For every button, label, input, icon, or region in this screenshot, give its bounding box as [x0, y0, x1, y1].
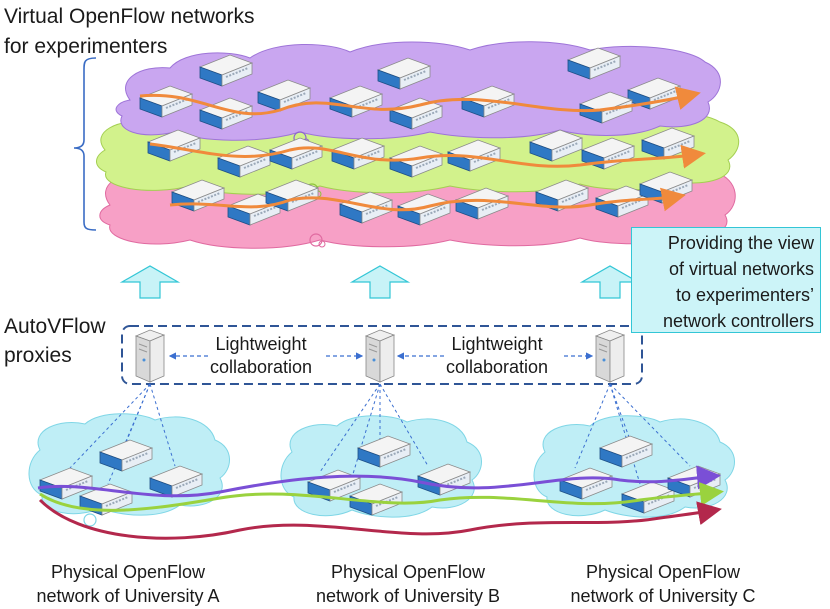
callout-line: of virtual networks	[668, 259, 814, 279]
physical-network-label-a: Physical OpenFlow network of University …	[13, 560, 243, 608]
callout-line: to experimenters’	[675, 285, 814, 305]
virtual-networks-title-line1: Virtual OpenFlow networks	[4, 5, 255, 28]
proxies-label-line1: AutoVFlow	[4, 315, 106, 338]
proxy-group-box	[121, 325, 643, 385]
upward-arrows	[119, 265, 641, 299]
physical-network-line2: network of University C	[570, 586, 756, 606]
virtual-paths	[139, 86, 706, 212]
physical-network-line1: Physical OpenFlow	[585, 562, 741, 582]
collaboration-line1: Lightweight	[215, 334, 307, 354]
upward-arrow-icon	[579, 265, 641, 299]
physical-network-label-b: Physical OpenFlow network of University …	[293, 560, 523, 608]
physical-network-line2: network of University A	[36, 586, 220, 606]
collaboration-line1: Lightweight	[451, 334, 543, 354]
proxy-server-icon	[135, 329, 165, 383]
physical-network-label-c: Physical OpenFlow network of University …	[548, 560, 778, 608]
proxies-label: AutoVFlow proxies	[4, 312, 106, 370]
physical-paths	[37, 465, 724, 540]
upward-arrow-icon	[349, 265, 411, 299]
physical-network-line2: network of University B	[315, 586, 501, 606]
collaboration-label-2: Lightweight collaboration	[444, 333, 551, 379]
physical-network-line1: Physical OpenFlow	[330, 562, 486, 582]
brace-icon	[73, 57, 97, 231]
collaboration-line2: collaboration	[446, 357, 549, 377]
virtual-networks-title: Virtual OpenFlow networks for experiment…	[4, 2, 255, 62]
proxy-switch-links	[69, 383, 691, 485]
collaboration-line2: collaboration	[210, 357, 313, 377]
proxy-server-icon	[365, 329, 395, 383]
physical-network-line1: Physical OpenFlow	[50, 562, 206, 582]
proxy-server-icon	[595, 329, 625, 383]
callout-line: network controllers	[662, 311, 814, 331]
proxies-label-line2: proxies	[4, 344, 72, 367]
callout-box: Providing the view of virtual networks t…	[631, 227, 821, 333]
collaboration-label-1: Lightweight collaboration	[208, 333, 315, 379]
callout-line: Providing the view	[667, 233, 814, 253]
upward-arrow-icon	[119, 265, 181, 299]
virtual-networks-title-line2: for experimenters	[4, 35, 168, 58]
